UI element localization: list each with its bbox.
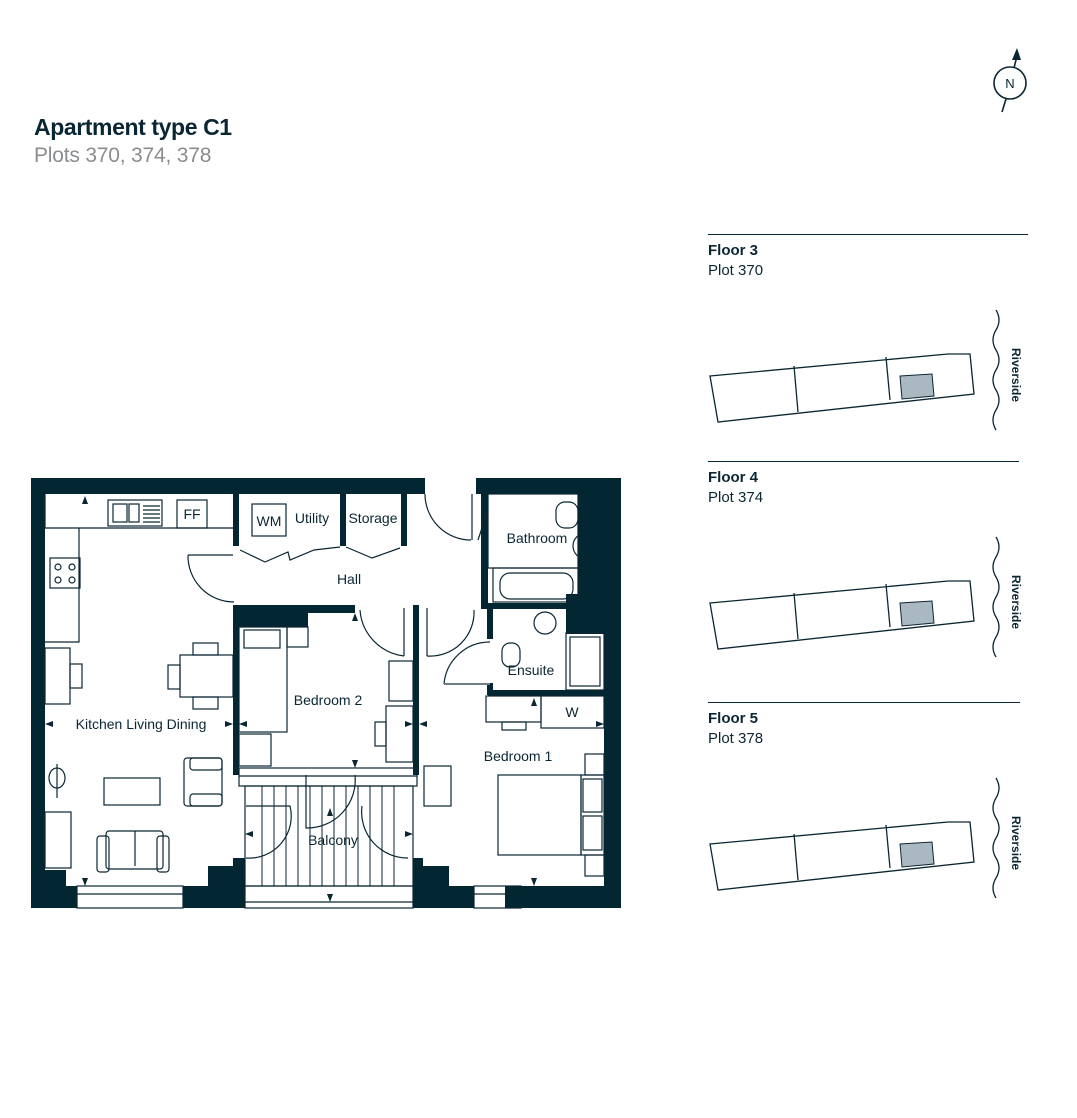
- page-title: Apartment type C1: [34, 114, 232, 140]
- north-label: N: [1005, 76, 1014, 91]
- key-plan-floor-5: Floor 5 Plot 378 Riverside: [708, 702, 1023, 899]
- room-label-kitchen-living-dining: Kitchen Living Dining: [76, 716, 207, 732]
- divider: [708, 461, 1019, 462]
- riverside-label: Riverside: [1009, 816, 1023, 870]
- building-key-plan: Riverside: [709, 309, 1023, 431]
- fixture-washing-machine: WM: [257, 513, 282, 529]
- plot-label: Plot 370: [708, 262, 764, 279]
- room-label-hall: Hall: [337, 571, 361, 587]
- fixture-wardrobe: W: [565, 704, 579, 720]
- room-label-bedroom-2: Bedroom 2: [294, 692, 363, 708]
- floor-label: Floor 4: [708, 469, 759, 486]
- room-label-balcony: Balcony: [308, 832, 358, 848]
- room-label-bedroom-1: Bedroom 1: [484, 748, 553, 764]
- floor-label: Floor 5: [708, 710, 759, 727]
- room-label-ensuite: Ensuite: [508, 662, 555, 678]
- north-arrow-icon: N: [993, 48, 1027, 113]
- riverside-label: Riverside: [1009, 348, 1023, 402]
- divider: [708, 234, 1028, 235]
- divider: [708, 702, 1020, 703]
- riverside-label: Riverside: [1009, 575, 1023, 629]
- plots-subtitle: Plots 370, 374, 378: [34, 144, 212, 167]
- key-plan-floor-3: Floor 3 Plot 370 Riverside: [708, 234, 1028, 431]
- key-plan-floor-4: Floor 4 Plot 374 Riverside: [708, 461, 1023, 658]
- room-label-storage: Storage: [348, 510, 397, 526]
- building-key-plan: Riverside: [709, 536, 1023, 658]
- plot-label: Plot 374: [708, 489, 764, 506]
- room-label-utility: Utility: [295, 510, 329, 526]
- building-key-plan: Riverside: [709, 777, 1023, 899]
- fixture-fridge-freezer: FF: [183, 506, 200, 522]
- room-label-bathroom: Bathroom: [507, 530, 568, 546]
- plot-label: Plot 378: [708, 730, 764, 747]
- floor-label: Floor 3: [708, 242, 759, 259]
